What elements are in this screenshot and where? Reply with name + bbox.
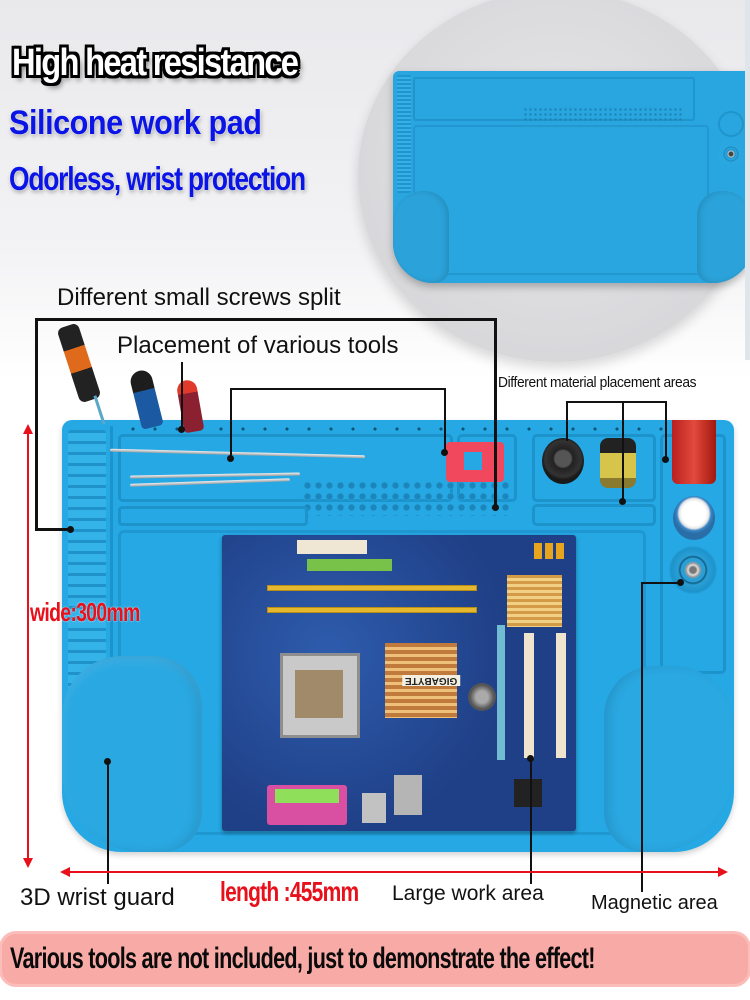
callout-line xyxy=(444,388,446,452)
callout-line xyxy=(181,362,183,430)
callout-dot xyxy=(178,426,185,433)
label-length: length :455mm xyxy=(220,876,359,907)
callout-line xyxy=(566,401,568,441)
cmos-battery xyxy=(468,683,496,711)
inset-wrist-right xyxy=(697,191,750,283)
slot-row xyxy=(118,506,308,526)
material-area xyxy=(532,504,656,526)
pcie-slot xyxy=(497,625,505,760)
glue-bottle-icon xyxy=(672,420,716,484)
callout-line xyxy=(641,582,681,584)
callout-line xyxy=(530,759,532,884)
label-magnetic-area: Magnetic area xyxy=(591,892,718,914)
label-width: wide:300mm xyxy=(30,597,140,627)
chip xyxy=(514,779,542,807)
arrow-down-icon xyxy=(23,858,33,868)
callout-dot xyxy=(227,455,234,462)
inset-mat-photo xyxy=(393,71,750,283)
inset-wrist-left xyxy=(393,191,449,283)
pci-slot xyxy=(524,633,534,758)
disclaimer-text: Various tools are not included, just to … xyxy=(10,942,595,975)
ruler-divider xyxy=(110,426,113,706)
usb-port xyxy=(362,793,386,823)
callout-dot xyxy=(67,526,74,533)
callout-line xyxy=(622,401,624,501)
length-dimension-line xyxy=(70,871,720,873)
label-wrist-guard: 3D wrist guard xyxy=(20,884,175,911)
sata-ports xyxy=(534,543,566,559)
atx-connector xyxy=(297,540,367,554)
heatsink-north xyxy=(507,575,562,627)
inset-magnet-icon xyxy=(718,141,744,167)
label-screws-split: Different small screws split xyxy=(57,284,341,311)
ram-slot xyxy=(267,585,477,591)
motherboard-photo: GIGABYTE xyxy=(222,535,576,831)
pci-slot xyxy=(556,633,566,758)
paste-cup-icon xyxy=(673,496,715,540)
arrow-left-icon xyxy=(60,867,70,877)
cpu-socket xyxy=(280,653,360,738)
disclaimer-banner xyxy=(2,934,748,984)
ethernet-port xyxy=(394,775,422,815)
wrist-guard-left xyxy=(62,656,202,852)
motherboard-brand: GIGABYTE xyxy=(402,675,461,686)
headline-odorless: Odorless, wrist protection xyxy=(9,160,306,197)
arrow-up-icon xyxy=(23,424,33,434)
label-large-work-area: Large work area xyxy=(392,882,544,905)
inset-screw-holes xyxy=(523,107,683,121)
width-dimension-line xyxy=(27,432,29,860)
parallel-port xyxy=(267,785,347,825)
callout-line xyxy=(494,318,497,508)
callout-line xyxy=(35,528,71,531)
callout-dot xyxy=(619,498,626,505)
rubber-cup-icon xyxy=(542,438,584,484)
screw-ruler xyxy=(68,430,106,700)
ide-connector xyxy=(307,559,392,571)
callout-line xyxy=(230,388,232,458)
inset-ruler xyxy=(397,75,411,193)
edge-strip xyxy=(745,0,750,360)
callout-line xyxy=(641,582,643,892)
callout-dot xyxy=(492,504,499,511)
callout-line xyxy=(230,388,445,390)
material-cups xyxy=(532,434,656,502)
callout-line xyxy=(107,762,109,884)
screw-grid xyxy=(302,480,512,516)
tool-holes-row xyxy=(122,426,722,432)
callout-line xyxy=(35,318,38,530)
flux-can-icon xyxy=(600,438,636,488)
headline-heat: High heat resistance xyxy=(12,42,299,84)
inset-cup xyxy=(718,111,744,137)
inset-work-area xyxy=(413,125,709,275)
magnet-icon xyxy=(669,546,717,594)
label-tools-placement: Placement of various tools xyxy=(117,332,399,359)
callout-dot xyxy=(662,456,669,463)
wrist-guard-right xyxy=(604,666,734,852)
screwdriver-icon xyxy=(56,322,102,404)
callout-dot xyxy=(441,449,448,456)
callout-dot xyxy=(104,758,111,765)
callout-line xyxy=(665,401,667,459)
headline-pad: Silicone work pad xyxy=(9,104,262,142)
arrow-right-icon xyxy=(718,867,728,877)
callout-line xyxy=(566,401,666,403)
callout-dot xyxy=(527,755,534,762)
label-material-areas: Different material placement areas xyxy=(498,374,697,391)
callout-dot xyxy=(677,579,684,586)
ram-slot xyxy=(267,607,477,613)
callout-line xyxy=(35,318,495,321)
